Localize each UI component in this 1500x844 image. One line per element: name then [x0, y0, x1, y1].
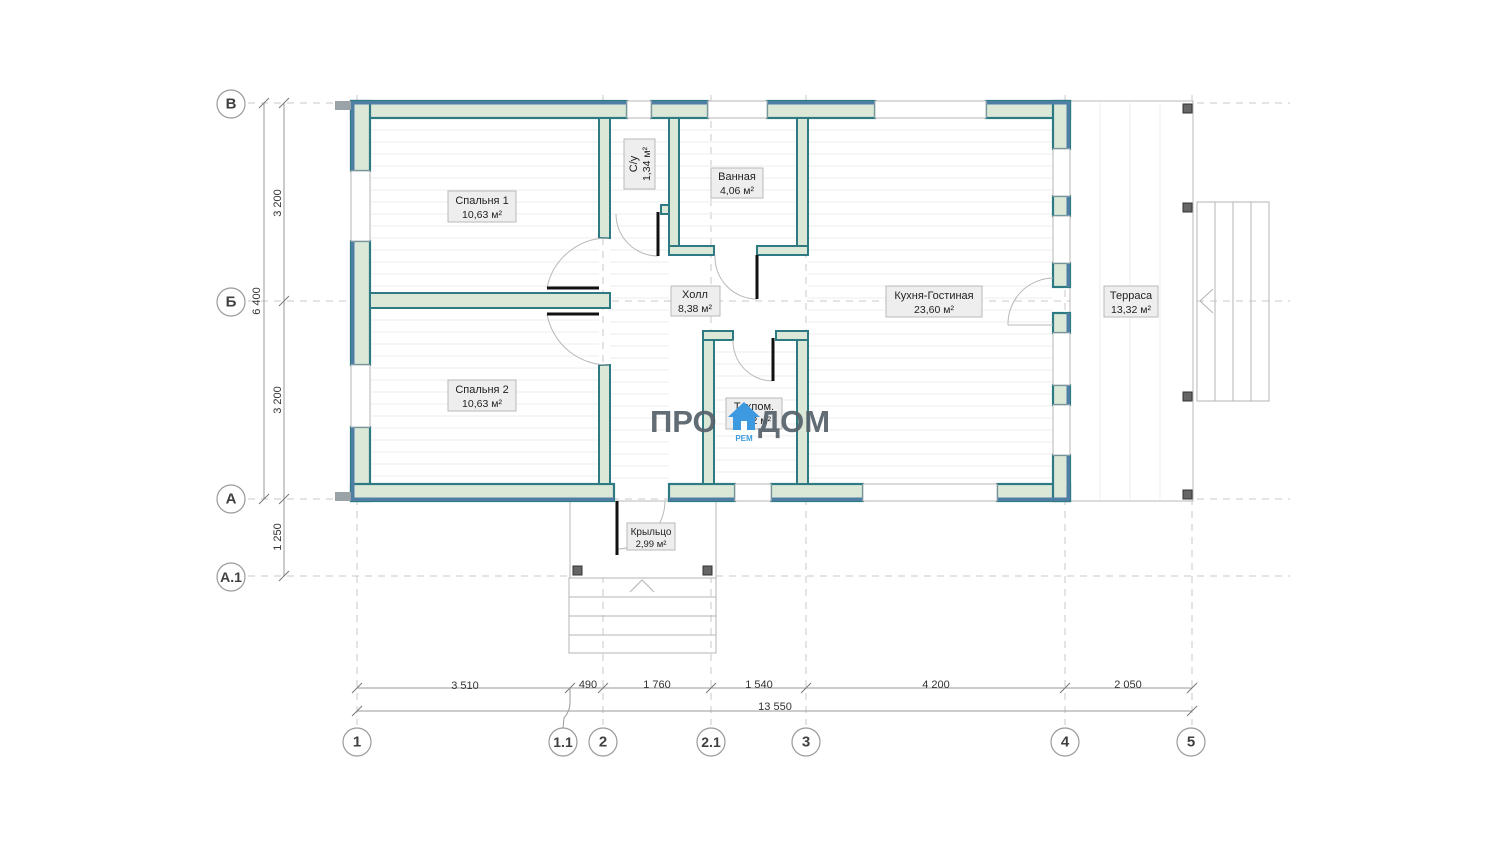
- row-bubble-a1: А.1: [220, 569, 242, 585]
- row-bubbles: В Б А А.1: [216, 89, 246, 592]
- dim-h-6: 2 050: [1114, 679, 1142, 691]
- room-label-bedroom-1: Спальня 1 10,63 м²: [447, 190, 517, 223]
- room-name: С/у: [628, 155, 640, 172]
- room-area: 10,63 м²: [462, 209, 502, 221]
- dim-h-1: 3 510: [451, 680, 479, 692]
- room-name: Терраса: [1110, 290, 1153, 302]
- room-area: 1,34 м²: [641, 146, 653, 181]
- room-name: Холл: [682, 289, 708, 301]
- dim-v-total: 6 400: [251, 287, 263, 315]
- room-name: Спальня 2: [455, 384, 508, 396]
- room-area: 13,32 м²: [1111, 304, 1151, 316]
- house-icon: [728, 402, 760, 430]
- dimension-lines: [258, 97, 1198, 729]
- logo-sub-text: РЕМ: [735, 434, 753, 443]
- room-area: 10,63 м²: [462, 398, 502, 410]
- col-bubble-1-1: 1.1: [553, 734, 573, 750]
- interior-walls: [369, 117, 809, 485]
- room-name: Крыльцо: [631, 527, 672, 538]
- col-bubble-2: 2: [599, 734, 607, 751]
- logo-text-right: ДОМ: [758, 404, 830, 439]
- logo-text-left: ПРО: [650, 404, 717, 439]
- terrace-steps: [1196, 201, 1270, 402]
- room-area: 2,99 м²: [636, 539, 667, 550]
- room-label-bedroom-2: Спальня 2 10,63 м²: [447, 379, 517, 412]
- room-labels: Спальня 1 10,63 м² Спальня 2 10,63 м² С/…: [447, 138, 1159, 551]
- room-name: Спальня 1: [455, 195, 508, 207]
- room-label-wc: С/у 1,34 м²: [623, 138, 656, 190]
- room-area: 4,06 м²: [720, 185, 755, 197]
- room-label-terrace: Терраса 13,32 м²: [1103, 285, 1159, 318]
- dim-h-3: 1 760: [643, 679, 671, 691]
- windows: [350, 100, 1071, 502]
- row-bubble-a: А: [226, 491, 237, 508]
- dim-h-4: 1 540: [745, 679, 773, 691]
- room-area: 23,60 м²: [914, 304, 954, 316]
- col-bubble-1: 1: [353, 734, 361, 751]
- room-label-kitchen-living: Кухня-Гостиная 23,60 м²: [885, 285, 983, 318]
- floor-boards: [370, 129, 1053, 479]
- watermark-logo: ПРО ДОМ РЕМ: [650, 402, 830, 443]
- row-bubble-b: Б: [226, 294, 237, 311]
- row-bubble-v: В: [226, 96, 237, 113]
- column-bubbles: 1 1.1 2 2.1 3 4 5: [342, 727, 1206, 757]
- room-label-bathroom: Ванная 4,06 м²: [710, 167, 764, 199]
- dim-v-3: 1 250: [272, 523, 284, 551]
- dim-v-1: 3 200: [272, 189, 284, 217]
- dim-v-2: 3 200: [272, 386, 284, 414]
- col-bubble-5: 5: [1187, 734, 1195, 751]
- col-bubble-4: 4: [1061, 734, 1070, 751]
- col-bubble-3: 3: [802, 734, 810, 751]
- dim-h-total: 13 550: [758, 701, 792, 713]
- room-label-porch: Крыльцо 2,99 м²: [626, 522, 676, 551]
- room-area: 8,38 м²: [678, 303, 713, 315]
- room-name: Ванная: [718, 171, 756, 183]
- room-name: Кухня-Гостиная: [894, 290, 973, 302]
- dim-h-2: 490: [579, 679, 597, 691]
- dimension-texts: 3 510 490 1 760 1 540 4 200 2 050 13 550…: [251, 189, 1142, 713]
- col-bubble-2-1: 2.1: [701, 734, 721, 750]
- doors: [546, 212, 1054, 555]
- dim-h-5: 4 200: [922, 679, 950, 691]
- room-label-hall: Холл 8,38 м²: [670, 285, 721, 317]
